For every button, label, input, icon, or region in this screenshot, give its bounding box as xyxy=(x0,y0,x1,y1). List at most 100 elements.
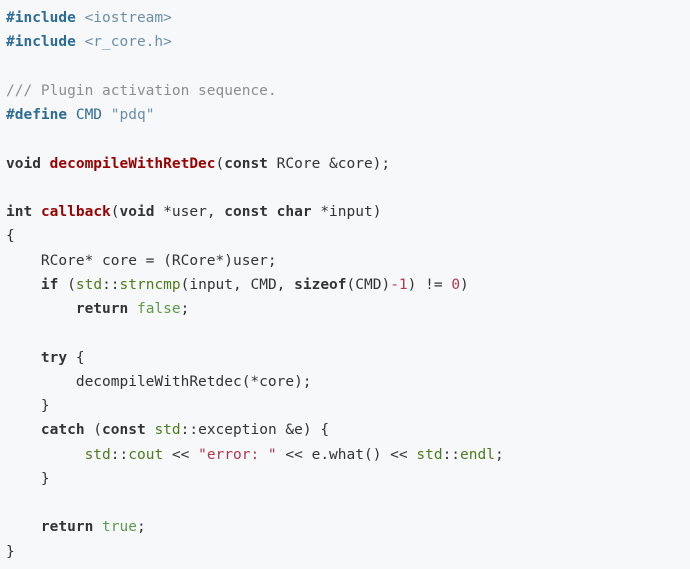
code-line: ​ xyxy=(6,127,690,151)
code-token: ; xyxy=(494,446,504,463)
code-line: RCore* core = (RCore*)user; xyxy=(6,249,690,273)
code-token: const xyxy=(224,155,268,172)
code-token: :: xyxy=(102,276,120,293)
code-token: (input, CMD, xyxy=(180,276,295,293)
code-line: ​ xyxy=(6,55,690,79)
code-token: ) xyxy=(460,276,469,293)
code-line: } xyxy=(6,540,690,564)
code-token: RCore &core); xyxy=(267,155,391,172)
code-token: std xyxy=(84,446,111,463)
code-token: false xyxy=(136,301,181,317)
code-token: std xyxy=(154,422,181,439)
code-token xyxy=(32,204,41,220)
code-line: { xyxy=(6,224,690,248)
code-line: ​ xyxy=(6,176,690,200)
code-token: if xyxy=(40,276,59,293)
code-token: } xyxy=(6,543,15,560)
code-token: catch xyxy=(40,422,85,439)
code-token xyxy=(6,447,85,463)
code-token xyxy=(6,277,41,293)
code-token: /// Plugin activation sequence. xyxy=(6,82,277,99)
code-token: *user, xyxy=(154,204,225,220)
code-token: strncmp xyxy=(119,276,181,293)
code-token: char xyxy=(276,204,312,220)
code-token xyxy=(6,519,41,535)
code-token: "pdq" xyxy=(110,107,155,123)
code-token: <iostream> xyxy=(84,10,172,26)
code-line: int callback(void *user, const char *inp… xyxy=(6,200,690,224)
code-token: ; xyxy=(136,519,146,536)
code-token: callback xyxy=(40,204,111,220)
code-token: ) != xyxy=(407,276,452,293)
code-line: return false; xyxy=(6,297,690,321)
code-token xyxy=(41,156,50,172)
code-token xyxy=(268,204,277,220)
code-line: } xyxy=(6,394,690,418)
code-token: cout xyxy=(128,446,164,463)
code-token: RCore* core = (RCore*)user; xyxy=(6,252,277,269)
code-token: :: xyxy=(442,446,461,463)
code-line: catch (const std::exception &e) { xyxy=(6,418,690,442)
code-line: ​ xyxy=(6,491,690,515)
code-line: if (std::strncmp(input, CMD, sizeof(CMD)… xyxy=(6,273,690,297)
code-token xyxy=(93,519,102,535)
code-token: ::exception &e) { xyxy=(180,422,330,439)
code-token: #include xyxy=(6,10,76,26)
code-token: std xyxy=(75,276,103,293)
code-token: << e.what() << xyxy=(276,446,417,463)
code-token: :: xyxy=(110,446,129,463)
code-token xyxy=(6,350,41,366)
code-token: return xyxy=(40,519,94,536)
code-token: decompileWithRetdec(*core); xyxy=(6,373,312,390)
code-token: } xyxy=(6,470,50,487)
code-line: #include <r_core.h> xyxy=(6,30,690,54)
code-token: ( xyxy=(84,422,103,439)
code-token: } xyxy=(6,398,50,414)
code-token xyxy=(6,301,76,317)
code-token: *input) xyxy=(311,204,382,220)
code-token: ; xyxy=(180,301,190,317)
code-token: -1 xyxy=(390,276,408,293)
code-token: 0 xyxy=(451,276,461,293)
code-line: std::cout << "error: " << e.what() << st… xyxy=(6,443,690,467)
code-token: true xyxy=(102,519,137,536)
code-line: return true; xyxy=(6,515,690,539)
code-line: try { xyxy=(6,346,690,370)
code-token: endl xyxy=(460,446,495,463)
code-token: void xyxy=(6,155,41,172)
code-token: "error: " xyxy=(198,446,277,463)
code-token: ( xyxy=(215,155,225,172)
code-token xyxy=(6,422,41,438)
code-token: ( xyxy=(110,204,120,220)
code-token: std xyxy=(416,446,443,463)
code-token: (CMD) xyxy=(346,276,391,293)
code-line: } xyxy=(6,467,690,491)
code-line: ​ xyxy=(6,321,690,345)
code-line: void decompileWithRetDec(const RCore &co… xyxy=(6,152,690,176)
code-line: /// Plugin activation sequence. xyxy=(6,79,690,103)
code-line: #define CMD "pdq" xyxy=(6,103,690,127)
code-token: const xyxy=(102,422,146,439)
code-token: void xyxy=(119,204,155,220)
code-token: { xyxy=(67,349,85,366)
code-token: #define xyxy=(6,107,68,123)
code-token: const xyxy=(224,204,268,220)
code-token: CMD xyxy=(75,107,103,123)
code-token xyxy=(102,107,111,123)
code-token xyxy=(76,10,85,26)
code-token xyxy=(76,34,85,50)
code-token: int xyxy=(6,204,33,220)
code-token: << xyxy=(163,446,199,463)
code-token: return xyxy=(75,301,129,317)
code-token xyxy=(67,107,76,123)
code-token: sizeof xyxy=(294,276,347,293)
code-token: <r_core.h> xyxy=(84,34,172,51)
code-token: decompileWithRetDec xyxy=(49,155,216,172)
code-token: { xyxy=(6,228,15,245)
code-token: #include xyxy=(6,34,76,51)
code-line: decompileWithRetdec(*core); xyxy=(6,370,690,394)
code-token xyxy=(128,301,137,317)
code-token: try xyxy=(40,349,68,366)
code-line: #include <iostream> xyxy=(6,6,690,30)
